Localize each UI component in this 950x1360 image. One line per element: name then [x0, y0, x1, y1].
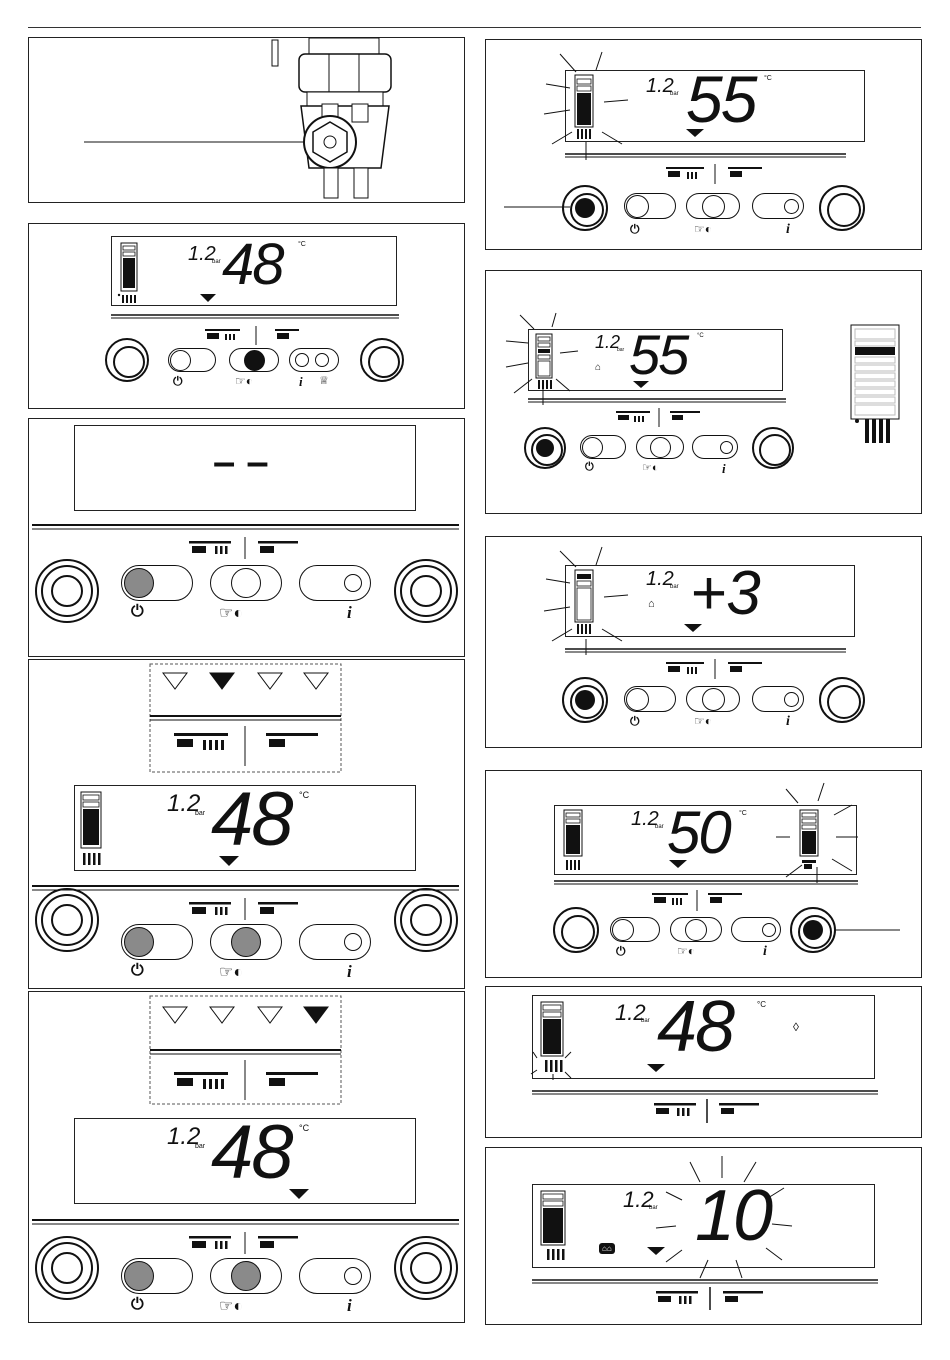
power-icon: ⏻ — [173, 374, 183, 389]
info-icon: i — [299, 374, 303, 390]
mode-select-panel-b: 1.2 bar 48 °C ⏻ ☞◐ i — [28, 991, 465, 1323]
info-button[interactable] — [299, 924, 371, 960]
info-icon: i — [763, 944, 767, 960]
power-button[interactable] — [121, 924, 193, 960]
right-knob[interactable] — [394, 888, 458, 952]
left-knob[interactable] — [35, 1236, 99, 1300]
hand-pointer-icon: ☞◐ — [642, 461, 659, 474]
left-knob[interactable] — [35, 559, 99, 623]
temperature-readout: 48 — [211, 776, 292, 863]
control-strip — [486, 1148, 923, 1326]
tap-icon — [258, 541, 298, 553]
left-knob[interactable] — [562, 185, 608, 231]
left-knob[interactable] — [35, 888, 99, 952]
heating-house-panel: ⌂ 1.2 bar 55 °C ⏻ ☞ — [485, 270, 922, 514]
info-icon: i — [786, 222, 790, 238]
right-knob[interactable] — [360, 338, 404, 382]
valve-illustration — [29, 38, 466, 204]
pressure-unit: bar — [195, 1143, 205, 1150]
right-knob[interactable] — [790, 907, 836, 953]
mode-select-panel-a: 1.2 bar 48 °C ⏻ ☞◐ i — [28, 659, 465, 989]
mode-button[interactable] — [686, 686, 740, 712]
right-knob[interactable] — [394, 1236, 458, 1300]
control-strip — [486, 271, 923, 515]
pressure-unit: bar — [195, 810, 205, 817]
right-knob[interactable] — [752, 427, 794, 469]
offset-adjust-panel: ⌂ 1.2 bar +3 ⏻ ☞◐ i — [485, 536, 922, 748]
hand-pointer-icon: ☞◐ — [235, 374, 253, 388]
power-icon: ⏻ — [616, 944, 626, 959]
info-icon: i — [347, 603, 352, 623]
info-button[interactable] — [289, 348, 339, 372]
hand-pointer-icon: ☞◐ — [694, 222, 712, 236]
power-icon: ⏻ — [585, 461, 594, 474]
info-button[interactable] — [752, 193, 804, 219]
info-button[interactable] — [692, 435, 738, 459]
hand-pointer-icon: ☞◐ — [219, 603, 243, 623]
info-icon: i — [786, 714, 790, 730]
lcd-display: 1.2 bar 48 °C — [74, 785, 416, 871]
mode-button[interactable] — [210, 1258, 282, 1294]
power-button[interactable] — [624, 686, 676, 712]
power-icon: ⏻ — [131, 1296, 144, 1314]
info-button[interactable] — [731, 917, 781, 942]
mode-button[interactable] — [686, 193, 740, 219]
blink-rays — [544, 52, 628, 160]
left-knob[interactable] — [524, 427, 566, 469]
power-icon: ⏻ — [131, 962, 144, 980]
top-rule — [28, 27, 921, 28]
power-icon: ⏻ — [630, 222, 640, 237]
control-strip — [29, 419, 466, 658]
power-button[interactable] — [610, 917, 660, 942]
info-icon: i — [347, 1296, 352, 1316]
right-knob[interactable] — [819, 185, 865, 231]
hand-pointer-icon: ☞◐ — [219, 962, 243, 982]
chimney-sweep-panel: ⌂⌂ 1.2 bar 10 — [485, 1147, 922, 1325]
mode-button[interactable] — [210, 924, 282, 960]
power-icon: ⏻ — [630, 714, 640, 729]
heating-adjust-panel: 1.2 bar 55 °C ⏻ ☞◐ i — [485, 39, 922, 250]
chimney-icon: ♕ — [319, 374, 329, 387]
power-icon: ⏻ — [131, 603, 144, 621]
mode-button[interactable] — [210, 565, 282, 601]
right-knob[interactable] — [819, 677, 865, 723]
info-button[interactable] — [299, 1258, 371, 1294]
hand-pointer-icon: ☞◐ — [677, 944, 695, 958]
power-button[interactable] — [624, 193, 676, 219]
right-knob[interactable] — [394, 559, 458, 623]
radiator-level-scale — [851, 325, 899, 443]
radiator-tap-icon — [189, 541, 231, 554]
burner-on-panel: ◊ 1.2 bar 48 °C — [485, 986, 922, 1138]
info-icon: i — [347, 962, 352, 982]
power-button[interactable] — [580, 435, 626, 459]
info-button[interactable] — [299, 565, 371, 601]
temp-unit: °C — [299, 1123, 309, 1133]
power-button[interactable] — [168, 348, 216, 372]
hot-water-adjust-panel: 1.2 bar 50 °C ⏻ ☞◐ i — [485, 770, 922, 978]
info-icon: i — [722, 461, 726, 477]
standby-panel: – – ⏻ ☞◐ i — [28, 418, 465, 657]
left-knob[interactable] — [562, 677, 608, 723]
left-knob[interactable] — [553, 907, 599, 953]
control-strip — [486, 771, 923, 979]
control-strip — [486, 987, 923, 1139]
lcd-display: 1.2 bar 48 °C — [74, 1118, 416, 1204]
left-knob[interactable] — [105, 338, 149, 382]
tap-icon — [275, 329, 299, 339]
mode-button[interactable] — [636, 435, 684, 459]
hand-pointer-icon: ☞◐ — [694, 714, 712, 728]
temp-unit: °C — [299, 790, 309, 800]
mode-button[interactable] — [670, 917, 722, 942]
hand-pointer-icon: ☞◐ — [219, 1296, 243, 1316]
temperature-readout: 48 — [211, 1109, 292, 1196]
power-button[interactable] — [121, 1258, 193, 1294]
radiator-tap-icon — [205, 329, 240, 340]
mode-button[interactable] — [229, 348, 279, 372]
valve-panel — [28, 37, 465, 203]
status-panel-48: 1.2 bar 48 °C ⏻ ☞◐ i ♕ — [28, 223, 465, 409]
power-button[interactable] — [121, 565, 193, 601]
info-button[interactable] — [752, 686, 804, 712]
